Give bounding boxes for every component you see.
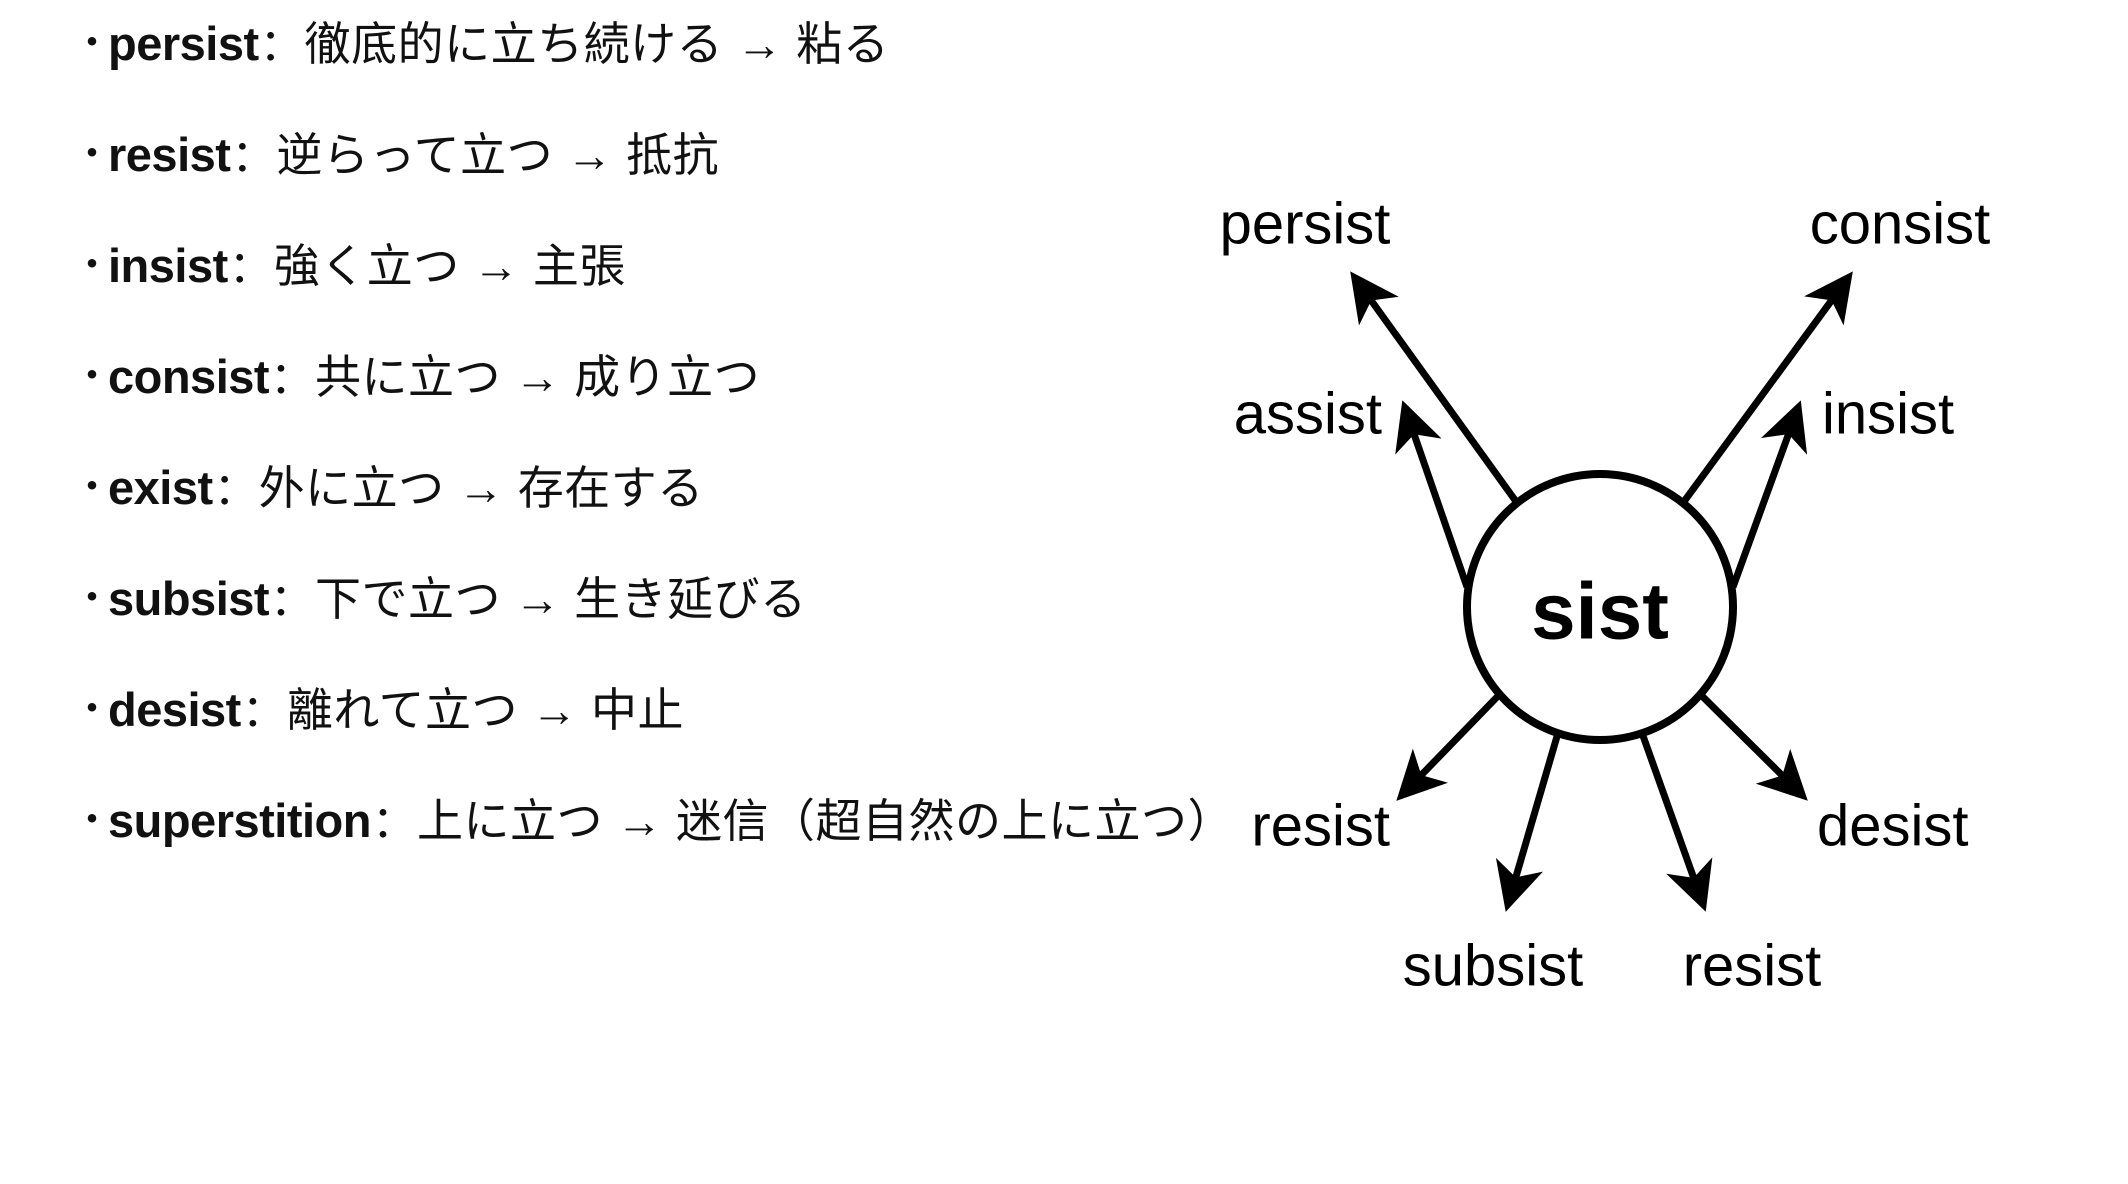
root-node-label: sist	[1531, 567, 1669, 656]
bullet-separator: ：	[213, 465, 258, 514]
list-item: ・ superstition ： 上に立つ → 迷信（超自然の上に立つ）	[72, 785, 1362, 896]
bullet-term: superstition	[108, 794, 371, 847]
spoke-arrow-assist	[1395, 400, 1471, 589]
spoke-label-group: persist consist assist insist resist des…	[1220, 191, 1991, 998]
list-item: ・ subsist ： 下で立つ → 生き延びる	[72, 563, 1362, 674]
bullet-term: resist	[108, 128, 231, 181]
spoke-label-resist-lower-left: resist	[1251, 793, 1390, 858]
spoke-label-persist: persist	[1220, 191, 1391, 256]
bullet-gloss: 強く立つ → 主張	[273, 240, 626, 292]
bullet-gloss: 共に立つ → 成り立つ	[315, 351, 761, 403]
bullet-gloss: 逆らって立つ → 抵抗	[276, 129, 720, 181]
spoke-label-subsist: subsist	[1403, 933, 1584, 998]
bullet-term: persist	[108, 17, 259, 70]
bullet-term: subsist	[108, 572, 270, 625]
sist-root-radial-diagram: sist persist consist assist insist resis…	[1080, 160, 2128, 1040]
bullet-gloss: 下で立つ → 生き延びる	[315, 573, 807, 625]
bullet-separator: ：	[228, 243, 273, 292]
list-item: ・ desist ： 離れて立つ → 中止	[72, 674, 1362, 785]
bullet-separator: ：	[371, 798, 416, 847]
bullet-marker-icon: ・	[72, 798, 112, 842]
bullet-separator: ：	[231, 132, 276, 181]
bullet-separator: ：	[270, 576, 315, 625]
bullet-marker-icon: ・	[72, 576, 112, 620]
spoke-label-resist-bottom-right: resist	[1683, 933, 1822, 998]
bullet-term: insist	[108, 239, 228, 292]
bullet-marker-icon: ・	[72, 243, 112, 287]
bullet-separator: ：	[259, 21, 304, 70]
list-item: ・ persist ： 徹底的に立ち続ける → 粘る	[72, 8, 1362, 119]
bullet-gloss: 上に立つ → 迷信（超自然の上に立つ）	[416, 795, 1235, 847]
spoke-arrow-resist-bottom-right	[1638, 731, 1713, 912]
bullet-marker-icon: ・	[72, 354, 112, 398]
list-item: ・ insist ： 強く立つ → 主張	[72, 230, 1362, 341]
bullet-marker-icon: ・	[72, 465, 112, 509]
spoke-arrow-group	[1350, 271, 1853, 912]
spoke-arrow-consist	[1677, 271, 1853, 510]
bullet-gloss: 徹底的に立ち続ける → 粘る	[304, 18, 890, 70]
bullet-marker-icon: ・	[72, 687, 112, 731]
spoke-arrow-subsist	[1495, 732, 1562, 912]
spoke-label-insist: insist	[1822, 381, 1954, 446]
spoke-arrow-persist	[1350, 271, 1523, 510]
diagram-svg: sist persist consist assist insist resis…	[1220, 191, 1991, 998]
root-node-circle	[1463, 470, 1737, 744]
bullet-term: exist	[108, 461, 213, 514]
bullet-marker-icon: ・	[72, 21, 112, 65]
spoke-label-desist: desist	[1817, 793, 1969, 858]
spoke-arrow-desist	[1699, 693, 1808, 801]
bullet-term: desist	[108, 683, 241, 736]
bullet-gloss: 外に立つ → 存在する	[258, 462, 704, 514]
bullet-separator: ：	[270, 354, 315, 403]
list-item: ・ consist ： 共に立つ → 成り立つ	[72, 341, 1362, 452]
bullet-term: consist	[108, 350, 270, 403]
bullet-marker-icon: ・	[72, 132, 112, 176]
spoke-arrow-resist-lower-left	[1396, 693, 1501, 801]
list-item: ・ resist ： 逆らって立つ → 抵抗	[72, 119, 1362, 230]
vocabulary-bullet-list: ・ persist ： 徹底的に立ち続ける → 粘る ・ resist ： 逆ら…	[72, 8, 1362, 896]
list-item: ・ exist ： 外に立つ → 存在する	[72, 452, 1362, 563]
bullet-separator: ：	[241, 687, 286, 736]
spoke-arrow-insist	[1729, 400, 1808, 589]
spoke-label-assist: assist	[1234, 381, 1382, 446]
spoke-label-consist: consist	[1810, 191, 1991, 256]
bullet-gloss: 離れて立つ → 中止	[286, 684, 685, 736]
